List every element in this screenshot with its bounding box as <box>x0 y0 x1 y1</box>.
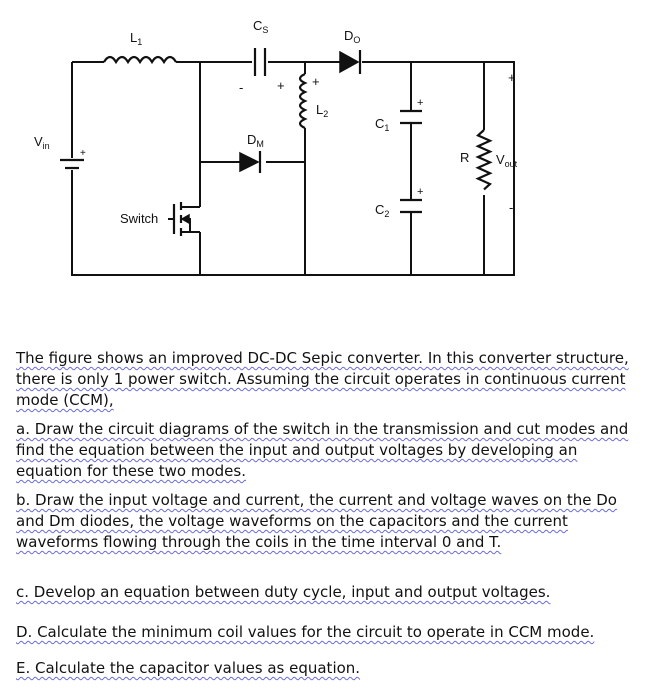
question-part-c: c. Develop an equation between duty cycl… <box>16 583 551 601</box>
switch-mosfet <box>168 202 200 236</box>
inductor-l2 <box>298 72 308 130</box>
c1-plus-sign: + <box>417 97 423 109</box>
label-vin: Vin <box>34 134 50 151</box>
label-switch: Switch <box>120 211 158 226</box>
resistor-r <box>475 129 493 191</box>
capacitor-c1 <box>400 109 422 125</box>
question-part-b: b. Draw the input voltage and current, t… <box>16 491 617 551</box>
label-cs: CS <box>253 18 268 35</box>
cs-minus-sign: - <box>239 80 243 95</box>
capacitor-c2 <box>400 198 422 214</box>
label-l2: L2 <box>316 102 328 119</box>
voltage-source-vin <box>60 158 84 170</box>
label-do: DO <box>344 28 360 45</box>
c2-plus-sign: + <box>417 186 423 198</box>
label-c2: C2 <box>375 202 389 219</box>
label-vout: Vout <box>496 152 518 169</box>
question-intro: The figure shows an improved DC-DC Sepic… <box>16 349 629 409</box>
diode-dm <box>239 151 262 173</box>
label-c1: C1 <box>375 116 389 133</box>
cs-plus-sign: + <box>277 78 285 93</box>
label-l1: L1 <box>130 30 142 47</box>
sepic-circuit-diagram: L1 CS - + DO L2 + DM C1 + C2 + R Vout + <box>34 18 518 276</box>
label-r: R <box>460 150 469 165</box>
vout-minus-sign: - <box>509 200 513 215</box>
circuit-wires <box>71 61 515 276</box>
question-part-e: E. Calculate the capacitor values as equ… <box>16 659 361 677</box>
question-part-d: D. Calculate the minimum coil values for… <box>16 623 595 641</box>
capacitor-cs <box>253 48 267 76</box>
l2-plus-sign: + <box>312 74 320 89</box>
question-part-a: a. Draw the circuit diagrams of the swit… <box>16 420 629 480</box>
vin-plus-sign: + <box>80 148 86 159</box>
inductor-l1 <box>103 55 177 65</box>
diode-do <box>339 50 362 74</box>
vout-plus-sign: + <box>508 70 516 85</box>
label-dm: DM <box>247 132 264 149</box>
